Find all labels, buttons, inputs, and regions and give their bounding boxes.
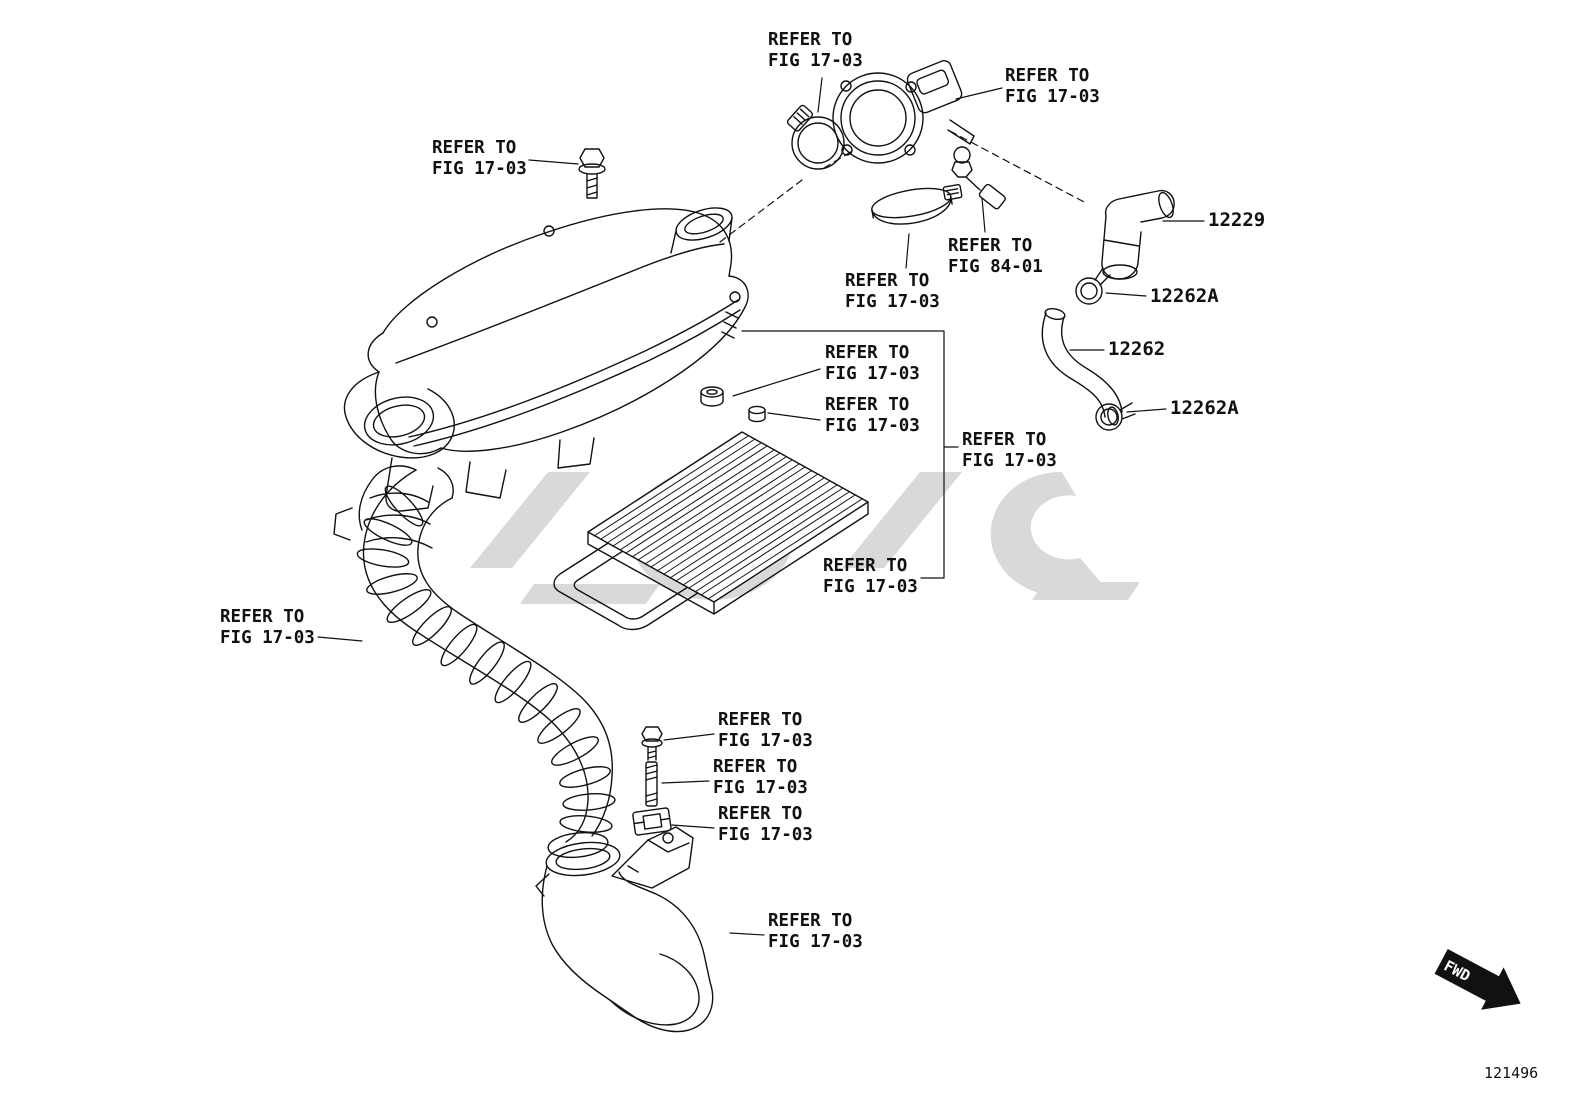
air-hose-12262	[1041, 307, 1123, 426]
callout-line: REFER TO	[768, 30, 853, 50]
part-label-12262[interactable]: 12262	[1108, 338, 1166, 360]
air-temp-sensor	[951, 146, 1006, 210]
callout-line: REFER TO	[768, 911, 853, 931]
callout-line: FIG 17-03	[845, 292, 940, 313]
callout-line: REFER TO	[718, 804, 803, 824]
callout-line: REFER TO	[948, 236, 1033, 256]
callout-line: FIG 17-03	[825, 364, 920, 385]
callout-line: FIG 17-03	[825, 416, 920, 437]
part-label-12229[interactable]: 12229	[1208, 209, 1266, 231]
elbow-hose-12229	[1101, 189, 1175, 280]
cover-bolt	[578, 148, 606, 199]
grommet	[700, 386, 724, 407]
callout-line: FIG 17-03	[962, 451, 1057, 472]
callout-line: FIG 17-03	[768, 51, 863, 72]
spring-clamp-12262a-upper	[1075, 267, 1111, 305]
air-intake-duct	[535, 826, 714, 1033]
callout-line: FIG 17-03	[432, 159, 527, 180]
callout-line: REFER TO	[845, 271, 930, 291]
callout-line: FIG 17-03	[718, 825, 813, 846]
callout-line: FIG 17-03	[768, 932, 863, 953]
callout-line: REFER TO	[1005, 66, 1090, 86]
callout-line: REFER TO	[962, 430, 1047, 450]
callout-line: FIG 17-03	[823, 577, 918, 598]
callout-line: REFER TO	[220, 607, 305, 627]
callout-line: REFER TO	[432, 138, 517, 158]
part-label-12262a-lower[interactable]: 12262A	[1170, 397, 1239, 419]
air-cleaner-housing	[343, 207, 749, 512]
figure-number: 121496	[1484, 1064, 1539, 1082]
callout-line: FIG 84-01	[948, 257, 1043, 278]
callout-line: FIG 17-03	[718, 731, 813, 752]
callout-line: FIG 17-03	[220, 628, 315, 649]
callout-line: REFER TO	[713, 757, 798, 777]
hose-clamp-upper	[786, 104, 845, 170]
fwd-indicator: FWD	[1434, 948, 1521, 1010]
assembly-lines	[719, 130, 1087, 243]
callout-line: FIG 17-03	[713, 778, 808, 799]
intake-hose	[333, 465, 616, 859]
duct-clip	[632, 807, 672, 836]
air-filter-element	[587, 431, 869, 615]
throttle-body	[832, 60, 975, 164]
callout-line: REFER TO	[825, 343, 910, 363]
leader-lines	[317, 77, 1205, 936]
callout-line: REFER TO	[718, 710, 803, 730]
duct-stud	[645, 761, 658, 807]
callout-line: FIG 17-03	[1005, 87, 1100, 108]
callout-line: REFER TO	[823, 556, 908, 576]
callout-line: REFER TO	[825, 395, 910, 415]
spring-clamp-12262a-lower	[1095, 402, 1136, 431]
duct-bolt	[641, 726, 663, 761]
spacer	[748, 405, 766, 423]
hose-clamp-lower	[871, 183, 963, 225]
part-label-12262a-upper[interactable]: 12262A	[1150, 285, 1219, 307]
